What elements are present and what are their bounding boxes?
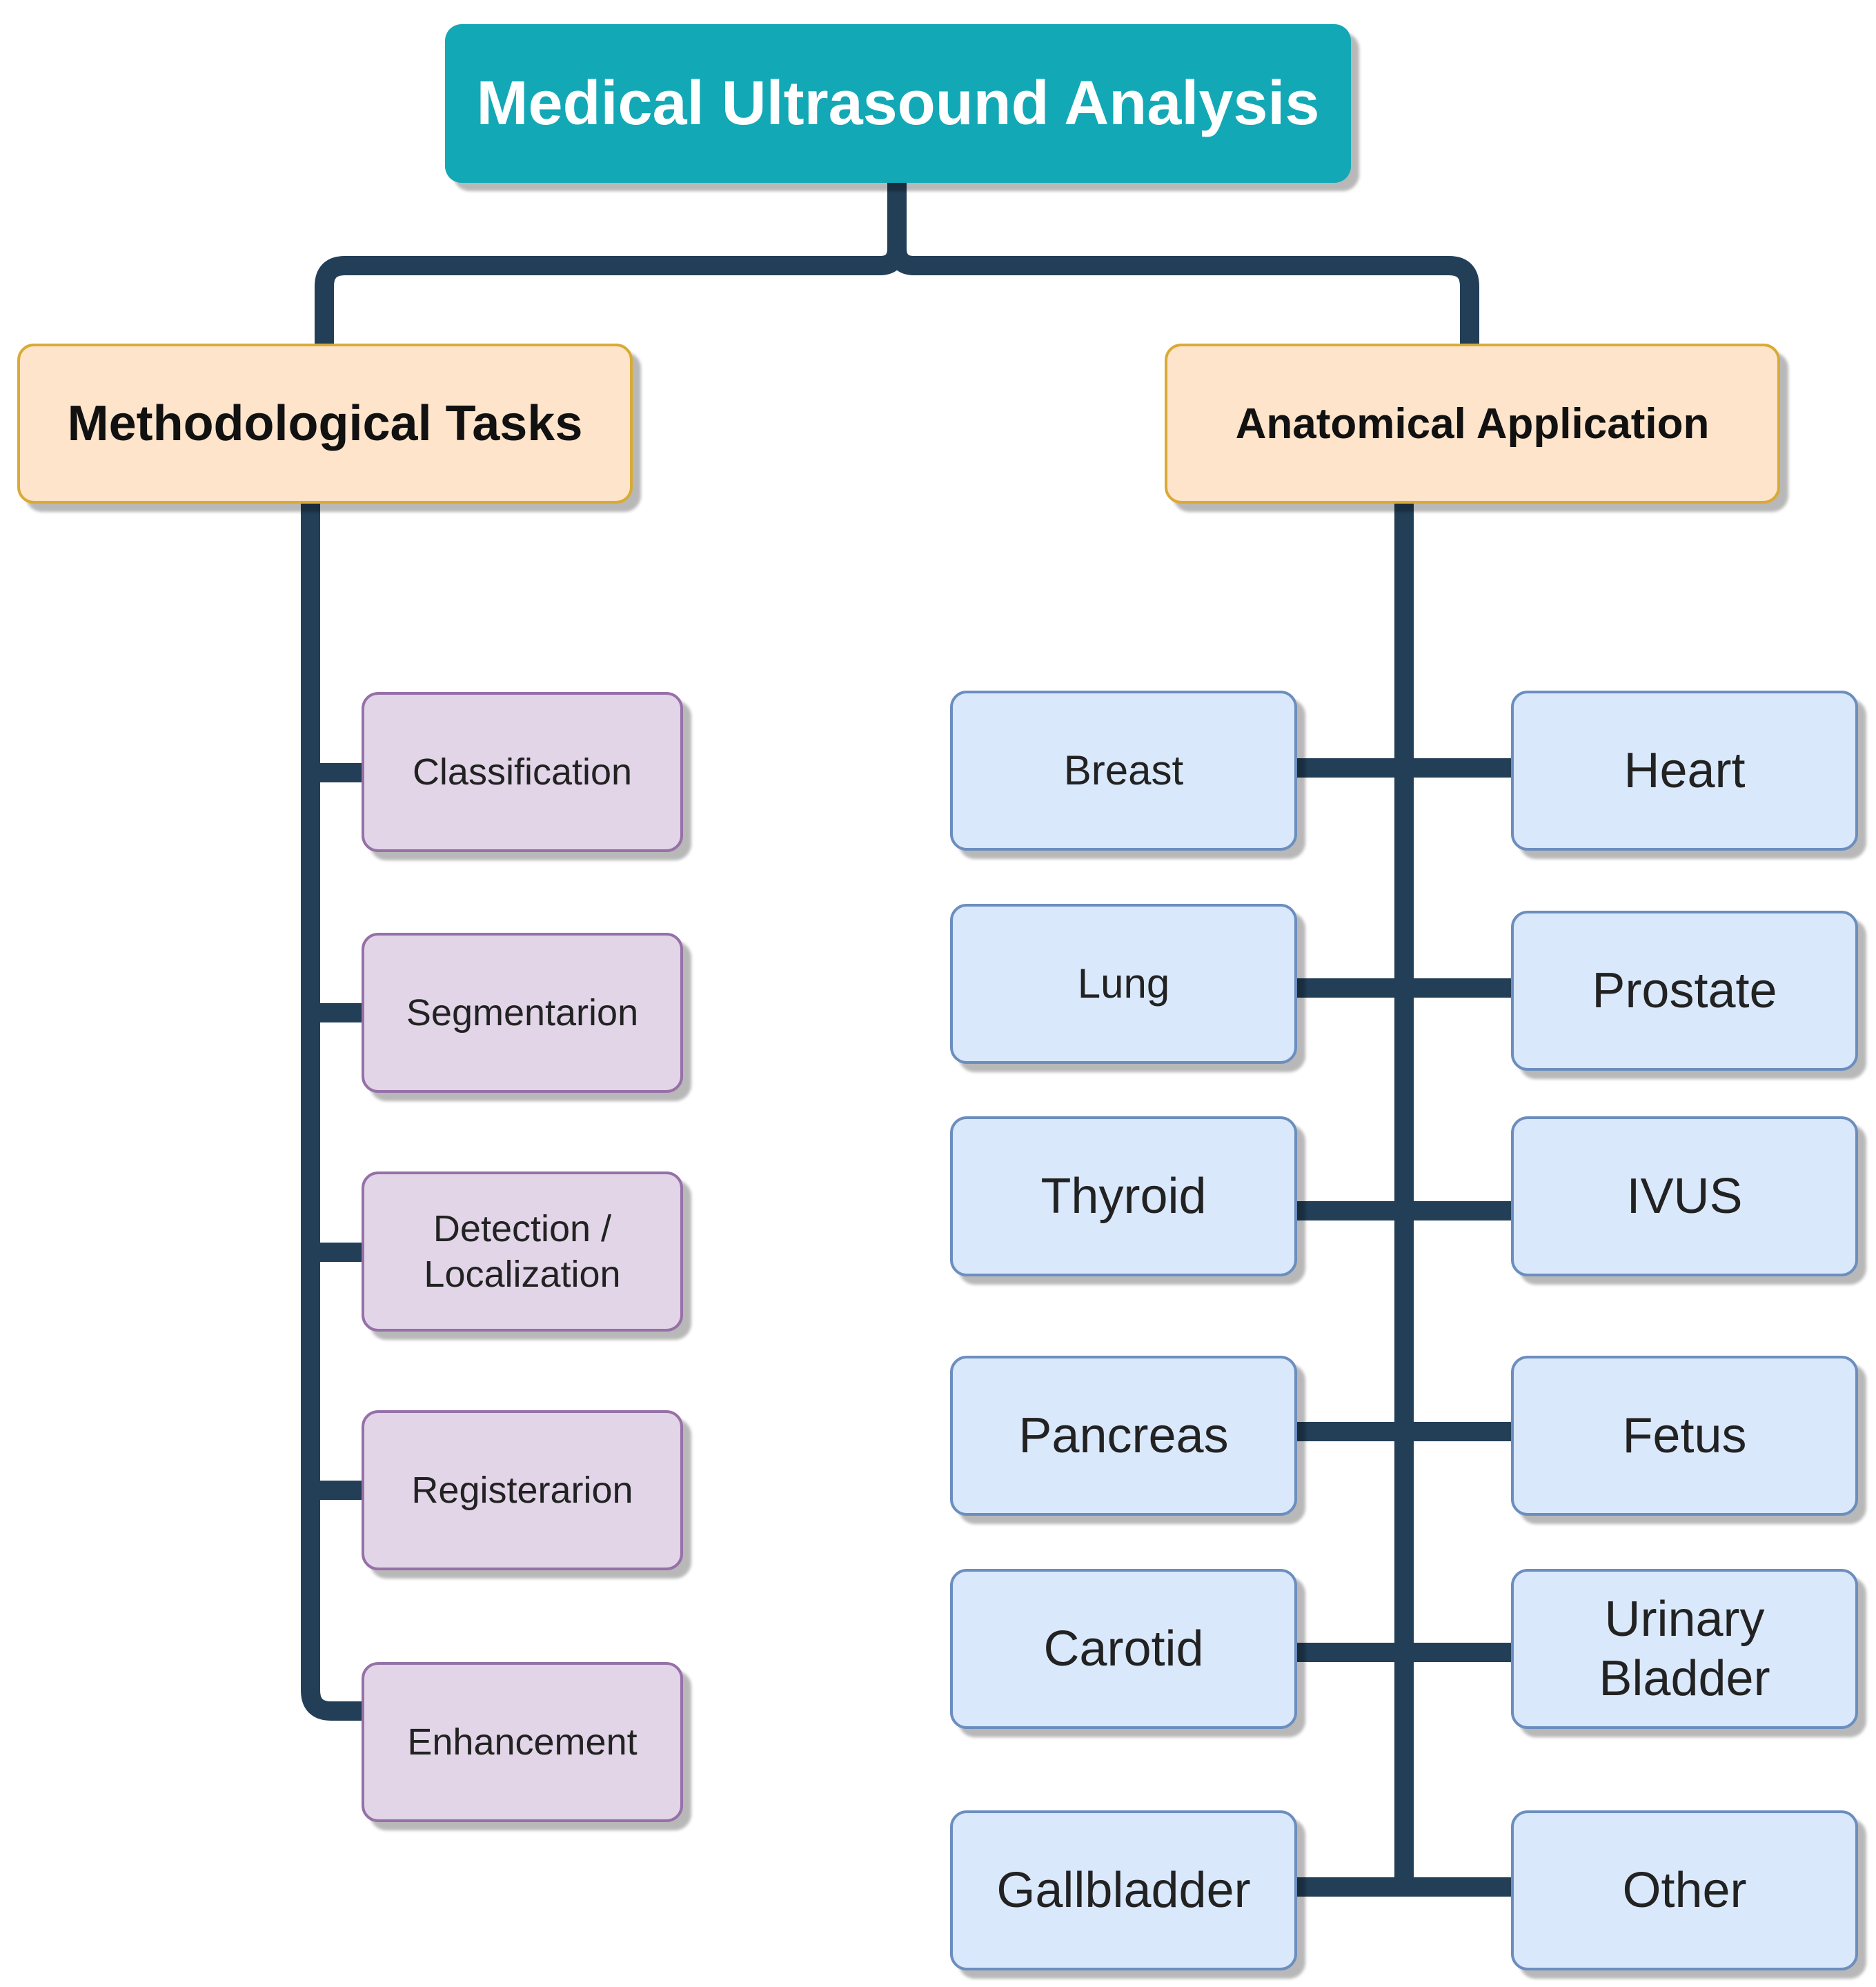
method-node-enhancement: Enhancement xyxy=(362,1662,683,1822)
methodological-tasks-node: Methodological Tasks xyxy=(17,344,633,504)
root-node: Medical Ultrasound Analysis xyxy=(445,24,1351,183)
organ-node-fetus: Fetus xyxy=(1511,1356,1858,1516)
method-node-segmentation: Segmentarion xyxy=(362,933,683,1093)
organ-node-heart: Heart xyxy=(1511,691,1858,851)
organ-node-thyroid: Thyroid xyxy=(950,1116,1297,1276)
anatomical-application-node: Anatomical Application xyxy=(1165,344,1780,504)
method-node-detection-localization: Detection / Localization xyxy=(362,1172,683,1332)
organ-node-prostate: Prostate xyxy=(1511,911,1858,1071)
organ-node-breast: Breast xyxy=(950,691,1297,851)
organ-node-lung: Lung xyxy=(950,904,1297,1064)
organ-node-urinary-bladder: Urinary Bladder xyxy=(1511,1569,1858,1729)
organ-node-carotid: Carotid xyxy=(950,1569,1297,1729)
organ-node-pancreas: Pancreas xyxy=(950,1356,1297,1516)
organ-node-other: Other xyxy=(1511,1810,1858,1970)
root-to-categories-connector xyxy=(315,183,907,344)
method-node-registration: Registerarion xyxy=(362,1410,683,1570)
methodological-trunk xyxy=(301,504,362,1721)
organ-node-ivus: IVUS xyxy=(1511,1116,1858,1276)
method-node-classification: Classification xyxy=(362,692,683,852)
organ-node-gallbladder: Gallbladder xyxy=(950,1810,1297,1970)
